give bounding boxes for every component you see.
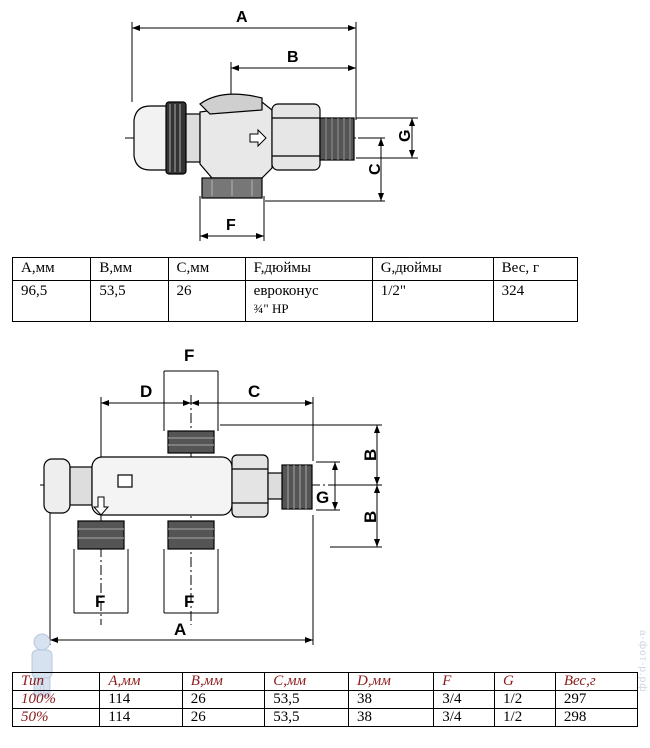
value-line-extra: ¾" НР xyxy=(253,301,289,316)
header-cell: C,мм xyxy=(167,257,246,281)
value-cell: 1/2 xyxy=(494,708,556,727)
watermark-text: а-фот-р.рф xyxy=(637,630,648,693)
value-cell: 26 xyxy=(167,280,246,322)
value-cell: 1/2 xyxy=(494,690,556,709)
value-line: евроконус xyxy=(253,283,319,299)
value-cell: 114 xyxy=(99,690,183,709)
value-cell: 298 xyxy=(554,708,639,727)
header-cell: Вес, г xyxy=(492,257,579,281)
valve-drawing-top: A B G C F xyxy=(125,9,418,241)
valve-drawing-bottom: F D C B B G F F A xyxy=(40,346,382,645)
dim-label-b-bottom: B xyxy=(361,511,380,523)
dim-label-f-left: F xyxy=(95,592,105,611)
value-cell: 324 xyxy=(492,280,579,322)
header-cell: Тип xyxy=(11,672,101,691)
header-cell: G,дюймы xyxy=(371,257,494,281)
header-cell: G xyxy=(494,672,556,691)
value-cell: 3/4 xyxy=(433,690,496,709)
dim-label-b: B xyxy=(287,49,299,66)
header-cell: C,мм xyxy=(264,672,350,691)
type-cell: 100% xyxy=(11,690,101,709)
dim-label-g: G xyxy=(316,488,329,507)
dim-label-a: A xyxy=(236,9,248,26)
value-cell: 3/4 xyxy=(433,708,496,727)
value-cell: 38 xyxy=(348,690,435,709)
dim-label-a: A xyxy=(174,620,186,639)
value-cell-f: евроконус ¾" НР xyxy=(244,280,373,322)
spec-table-2: Тип A,мм B,мм C,мм D,мм F G Вес,г 100% 1… xyxy=(11,672,639,727)
table-row: 96,5 53,5 26 евроконус ¾" НР 1/2" 324 xyxy=(11,280,579,322)
dim-label-d: D xyxy=(140,382,152,401)
dim-label-f-top: F xyxy=(184,346,194,365)
value-cell: 38 xyxy=(348,708,435,727)
value-cell: 53,5 xyxy=(90,280,169,322)
header-cell: B,мм xyxy=(90,257,169,281)
dim-label-b-top: B xyxy=(361,449,380,461)
header-cell: D,мм xyxy=(348,672,435,691)
value-cell: 53,5 xyxy=(264,708,350,727)
header-cell: F xyxy=(433,672,496,691)
dim-label-f-right: F xyxy=(184,592,194,611)
header-cell: Вес,г xyxy=(554,672,639,691)
value-cell: 26 xyxy=(181,708,266,727)
header-cell: A,мм xyxy=(11,257,92,281)
header-cell: F,дюймы xyxy=(244,257,373,281)
value-cell: 53,5 xyxy=(264,690,350,709)
value-cell: 297 xyxy=(554,690,639,709)
dim-label-f: F xyxy=(226,217,236,234)
value-cell: 26 xyxy=(181,690,266,709)
type-cell: 50% xyxy=(11,708,101,727)
dim-label-c: C xyxy=(248,382,260,401)
dim-label-c: C xyxy=(367,163,384,175)
header-cell: B,мм xyxy=(181,672,266,691)
header-cell: A,мм xyxy=(99,672,183,691)
table-header-row: A,мм B,мм C,мм F,дюймы G,дюймы Вес, г xyxy=(11,257,579,281)
table-header-row: Тип A,мм B,мм C,мм D,мм F G Вес,г xyxy=(11,672,639,691)
value-cell: 96,5 xyxy=(11,280,92,322)
value-cell: 114 xyxy=(99,708,183,727)
table-row: 50% 114 26 53,5 38 3/4 1/2 298 xyxy=(11,708,639,727)
spec-table-1: A,мм B,мм C,мм F,дюймы G,дюймы Вес, г 96… xyxy=(11,257,579,322)
dim-label-g: G xyxy=(397,130,414,142)
table-row: 100% 114 26 53,5 38 3/4 1/2 297 xyxy=(11,690,639,709)
value-cell: 1/2" xyxy=(371,280,494,322)
